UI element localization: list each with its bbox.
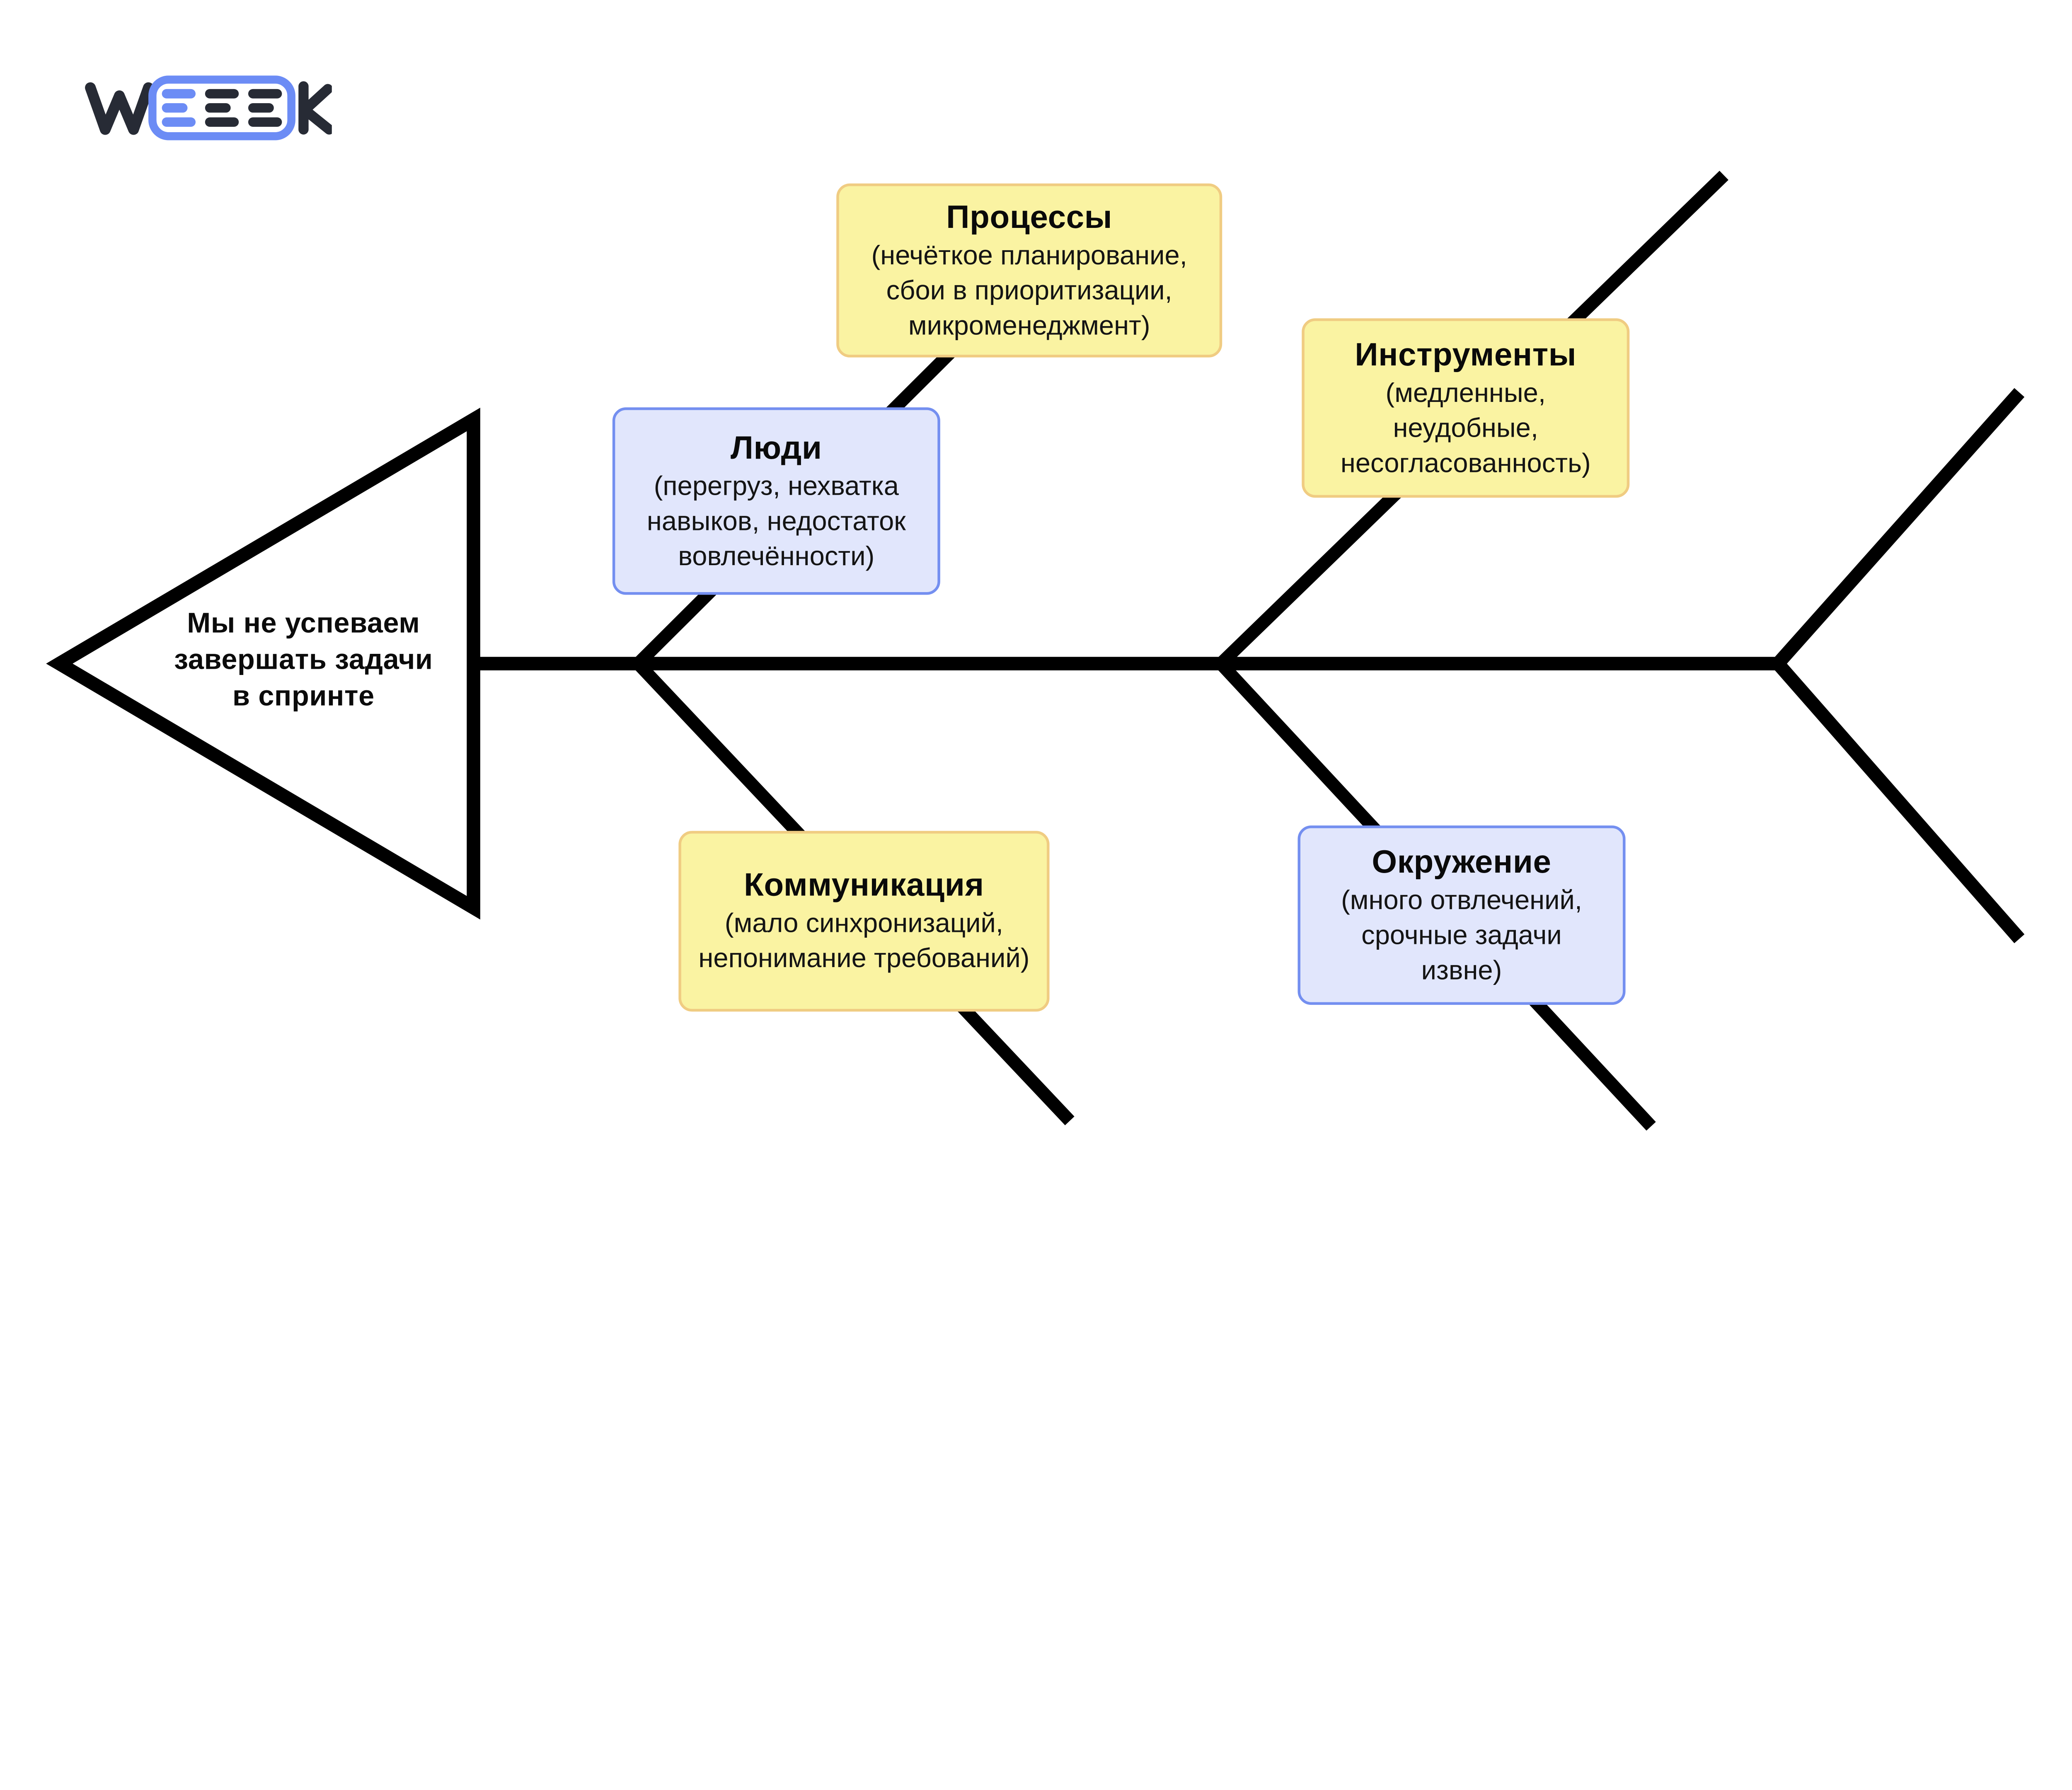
cause-box-processes: Процессы (нечёткое планирование, сбои в … xyxy=(836,183,1222,358)
cause-note-processes: (нечёткое планирование, сбои в приоритиз… xyxy=(871,241,1187,341)
problem-statement: Мы не успеваем завершать задачи в спринт… xyxy=(139,606,468,715)
fishbone-diagram-canvas: Мы не успеваем завершать задачи в спринт… xyxy=(46,75,2025,1131)
cause-box-tools: Инструменты (медленные, неудобные, несог… xyxy=(1302,318,1630,498)
cause-title-tools: Инструменты xyxy=(1355,336,1577,373)
weeek-logo-graphic xyxy=(85,75,334,140)
fish-head-triangle xyxy=(46,407,480,920)
cause-title-processes: Процессы xyxy=(946,199,1113,236)
cause-title-communication: Коммуникация xyxy=(744,867,984,904)
cause-title-environment: Окружение xyxy=(1372,844,1552,880)
cause-title-people: Люди xyxy=(731,429,822,466)
cause-note-environment: (много отвлечений, срочные задачи извне) xyxy=(1341,885,1582,985)
cause-note-communication: (мало синхронизаций, непонимание требова… xyxy=(698,909,1030,974)
cause-note-people: (перегруз, нехватка навыков, недостаток … xyxy=(646,471,906,571)
cause-box-people: Люди (перегруз, нехватка навыков, недост… xyxy=(612,407,940,595)
tail-lower-line xyxy=(1773,659,2025,943)
problem-statement-text: Мы не успеваем завершать задачи в спринт… xyxy=(174,608,433,712)
logo-letter-e1 xyxy=(162,89,196,127)
cause-box-environment: Окружение (много отвлечений, срочные зад… xyxy=(1297,825,1626,1005)
cause-box-communication: Коммуникация (мало синхронизаций, непони… xyxy=(678,831,1050,1012)
logo-letter-w xyxy=(85,82,154,135)
logo-letter-e2 xyxy=(205,89,239,127)
fishbone-skeleton xyxy=(46,171,2025,1131)
logo-letter-e3 xyxy=(248,89,282,127)
cause-note-tools: (медленные, неудобные, несогласованность… xyxy=(1340,378,1591,478)
logo-letter-k xyxy=(298,81,334,135)
tail-upper-line xyxy=(1773,388,2025,668)
weeek-logo xyxy=(84,75,334,140)
